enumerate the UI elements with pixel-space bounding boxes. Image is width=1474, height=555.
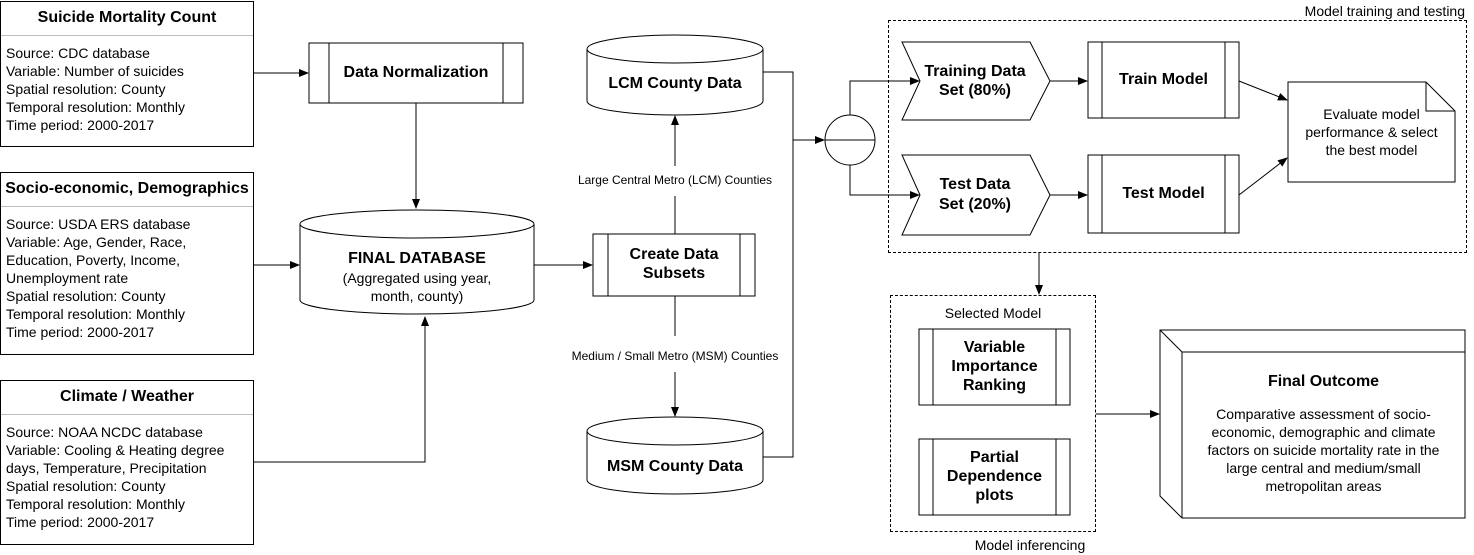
create-subsets-shape xyxy=(592,233,756,297)
detail-line: Temporal resolution: Monthly xyxy=(6,306,185,322)
training-set-label-1: Training Data xyxy=(924,63,1026,80)
detail-line: Variable: Cooling & Heating degree xyxy=(6,442,225,458)
detail-line: Spatial resolution: County xyxy=(6,288,166,304)
lcm-data-label: LCM County Data xyxy=(608,75,742,92)
climate-source-details: Source: NOAA NCDC database Variable: Coo… xyxy=(1,415,253,531)
training-group xyxy=(888,20,1467,253)
edge-split-to-training xyxy=(849,77,920,115)
training-set-label-2: Set (80%) xyxy=(938,82,1012,99)
detail-line: days, Temperature, Precipitation xyxy=(6,460,207,476)
variable-importance-label-3: Ranking xyxy=(962,377,1027,394)
normalization-label: Data Normalization xyxy=(343,64,489,81)
inference-group xyxy=(890,295,1096,532)
msm-data-label: MSM County Data xyxy=(607,458,743,475)
suicide-source-box: Suicide Mortality Count Source: CDC data… xyxy=(0,1,254,147)
partial-dependence-label-1: Partial xyxy=(970,449,1019,466)
edge-lcm-to-split xyxy=(763,71,825,144)
detail-line: Education, Poverty, Income, xyxy=(6,252,181,268)
edge-split-to-test xyxy=(849,165,920,199)
split-circle-shape xyxy=(824,114,876,166)
detail-line: Temporal resolution: Monthly xyxy=(6,99,185,115)
final-outcome-line: factors on suicide mortality rate in the xyxy=(1207,442,1440,458)
suicide-source-title: Suicide Mortality Count xyxy=(1,2,253,36)
detail-line: Variable: Number of suicides xyxy=(6,63,184,79)
socio-source-box: Socio-economic, Demographics Source: USD… xyxy=(0,172,254,355)
test-model-shape xyxy=(1087,154,1240,234)
msm-database-shape xyxy=(586,416,764,495)
detail-line: Unemployment rate xyxy=(6,270,129,286)
final-database-shape xyxy=(299,209,535,315)
detail-line: Temporal resolution: Monthly xyxy=(6,496,185,512)
edge-train-to-evaluate xyxy=(1238,80,1288,101)
lcm-database-shape xyxy=(586,34,764,116)
detail-line: Time period: 2000-2017 xyxy=(6,117,155,133)
selected-model-label: Selected Model xyxy=(944,305,1042,321)
climate-source-box: Climate / Weather Source: NOAA NCDC data… xyxy=(0,380,254,545)
detail-line: Spatial resolution: County xyxy=(6,81,166,97)
test-model-label: Test Model xyxy=(1122,185,1205,202)
inference-group-label: Model inferencing xyxy=(974,537,1086,553)
final-outcome-title: Final Outcome xyxy=(1267,373,1380,390)
evaluate-note-shape xyxy=(1287,81,1456,183)
final-outcome-line: metropolitan areas xyxy=(1265,478,1382,494)
create-subsets-label-1: Create Data xyxy=(629,246,719,263)
detail-line: Source: CDC database xyxy=(6,45,150,61)
variable-importance-label-1: Variable xyxy=(963,339,1026,356)
final-outcome-shape xyxy=(1159,329,1466,519)
training-set-shape xyxy=(901,41,1051,121)
detail-line: Spatial resolution: County xyxy=(6,478,166,494)
detail-line: Time period: 2000-2017 xyxy=(6,514,155,530)
lcm-counties-edge-label: Large Central Metro (LCM) Counties xyxy=(577,173,773,187)
final-database-title: FINAL DATABASE xyxy=(348,250,486,267)
final-database-sub2: month, county) xyxy=(370,288,464,304)
variable-importance-label-2: Importance xyxy=(951,358,1038,375)
evaluate-label-2: performance & select xyxy=(1305,124,1438,140)
edge-test-to-evaluate xyxy=(1238,157,1288,196)
final-outcome-line: large central and medium/small xyxy=(1226,460,1421,476)
test-set-label-2: Set (20%) xyxy=(938,196,1012,213)
detail-line: Variable: Age, Gender, Race, xyxy=(6,234,187,250)
msm-counties-edge-label: Medium / Small Metro (MSM) Counties xyxy=(571,349,779,363)
partial-dependence-shape xyxy=(918,438,1071,516)
partial-dependence-label-3: plots xyxy=(975,487,1014,504)
test-set-shape xyxy=(901,154,1051,236)
training-group-label: Model training and testing xyxy=(1304,3,1465,19)
edge-msm-to-split xyxy=(763,140,794,458)
detail-line: Source: NOAA NCDC database xyxy=(6,424,203,440)
suicide-source-details: Source: CDC database Variable: Number of… xyxy=(1,36,253,134)
partial-dependence-label-2: Dependence xyxy=(946,468,1043,485)
detail-line: Source: USDA ERS database xyxy=(6,216,191,232)
test-set-label-1: Test Data xyxy=(939,176,1011,193)
climate-source-title: Climate / Weather xyxy=(1,381,253,415)
evaluate-label-1: Evaluate model xyxy=(1323,106,1420,122)
final-outcome-line: economic, demographic and climate xyxy=(1211,424,1436,440)
edge-climate-to-final xyxy=(254,316,429,463)
final-outcome-line: Comparative assessment of socio- xyxy=(1216,406,1431,422)
socio-source-title: Socio-economic, Demographics xyxy=(1,173,253,207)
create-subsets-label-2: Subsets xyxy=(642,265,706,282)
data-normalization-shape xyxy=(308,42,524,104)
train-model-label: Train Model xyxy=(1119,71,1208,88)
final-database-sub1: (Aggregated using year, xyxy=(342,270,492,286)
evaluate-label-3: the best model xyxy=(1325,142,1418,158)
detail-line: Time period: 2000-2017 xyxy=(6,324,155,340)
socio-source-details: Source: USDA ERS database Variable: Age,… xyxy=(1,207,253,341)
variable-importance-shape xyxy=(918,328,1071,406)
train-model-shape xyxy=(1087,41,1240,119)
